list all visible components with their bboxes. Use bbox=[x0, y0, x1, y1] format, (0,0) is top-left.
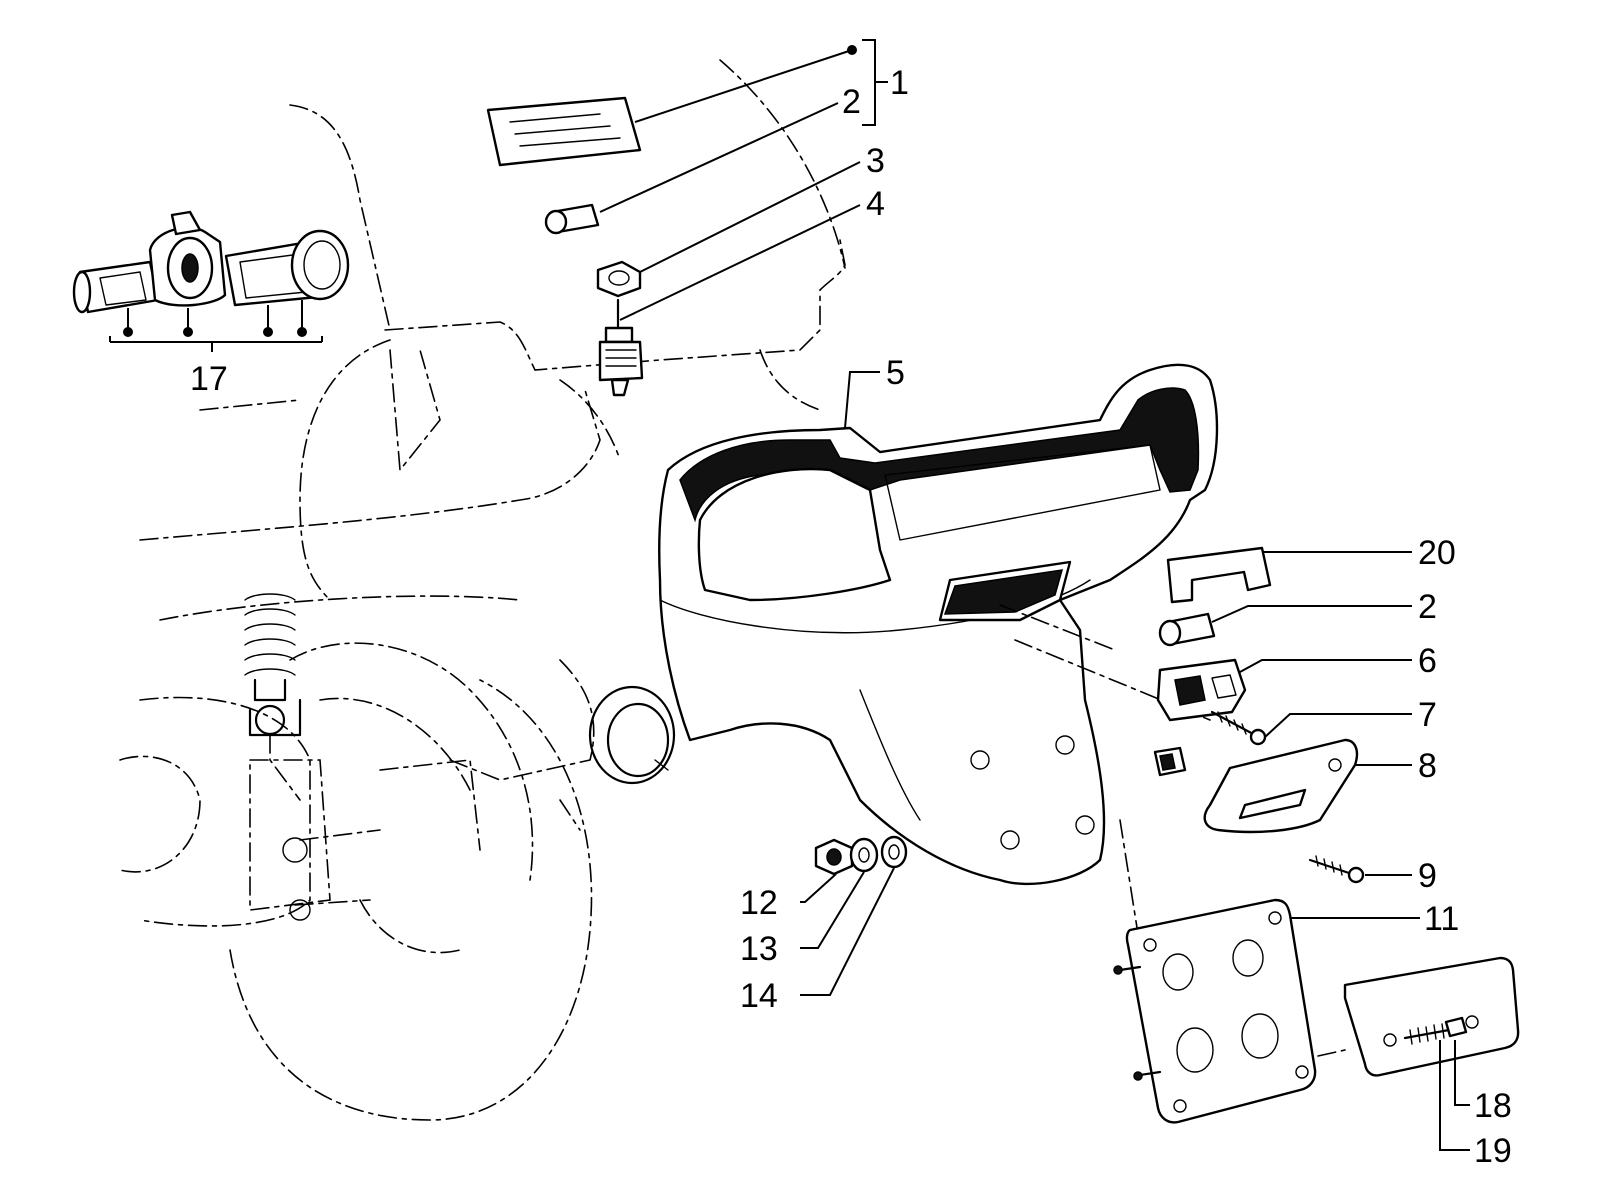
callout-12: 12 bbox=[740, 884, 778, 922]
callout-3: 3 bbox=[866, 142, 885, 180]
callout-11: 11 bbox=[1424, 900, 1459, 938]
nut-washers-12-13-14 bbox=[814, 835, 908, 876]
screw-part-9 bbox=[1308, 855, 1365, 884]
callout-4: 4 bbox=[866, 185, 885, 223]
callout-19: 19 bbox=[1474, 1132, 1512, 1170]
plate-holder-part-11 bbox=[1113, 898, 1317, 1124]
callout-2-top: 2 bbox=[842, 83, 861, 121]
decal-part-1 bbox=[486, 96, 642, 167]
callout-20: 20 bbox=[1418, 534, 1456, 572]
callout-6: 6 bbox=[1418, 642, 1437, 680]
screw-part-7 bbox=[1210, 710, 1267, 746]
callout-8: 8 bbox=[1418, 747, 1437, 785]
callout-labels: 1 2 3 4 5 17 20 2 6 7 8 9 11 12 13 14 18… bbox=[190, 64, 1512, 1170]
callout-14: 14 bbox=[740, 977, 778, 1015]
plate-part-18-19 bbox=[1317, 956, 1520, 1077]
callout-7: 7 bbox=[1418, 696, 1437, 734]
rear-reflector-housing bbox=[588, 685, 676, 785]
clip-part-20 bbox=[1166, 546, 1272, 604]
scooter-body-outline bbox=[139, 59, 846, 621]
bulb-part-2-top bbox=[544, 203, 600, 235]
callout-17: 17 bbox=[190, 360, 228, 398]
lock-set-part-17 bbox=[72, 210, 350, 314]
engine-hub-outline bbox=[119, 696, 381, 927]
rear-cowl-part-5 bbox=[658, 363, 1219, 1011]
lamp-holder-part-6 bbox=[1156, 658, 1247, 722]
callout-9: 9 bbox=[1418, 857, 1437, 895]
switch-part-4 bbox=[598, 298, 644, 397]
shock-absorber-spring bbox=[244, 593, 302, 801]
leader-lines bbox=[109, 39, 1470, 1151]
callout-2-right: 2 bbox=[1418, 588, 1437, 626]
callout-5: 5 bbox=[886, 354, 905, 392]
callout-18: 18 bbox=[1474, 1087, 1512, 1125]
lens-part-8 bbox=[1203, 738, 1359, 834]
rear-wheel-outline bbox=[229, 642, 595, 1121]
callout-13: 13 bbox=[740, 930, 778, 968]
nut-part-3 bbox=[596, 260, 642, 298]
socket-piece bbox=[1153, 746, 1187, 777]
bulb-part-2-right bbox=[1158, 612, 1216, 647]
callout-1: 1 bbox=[890, 64, 909, 102]
